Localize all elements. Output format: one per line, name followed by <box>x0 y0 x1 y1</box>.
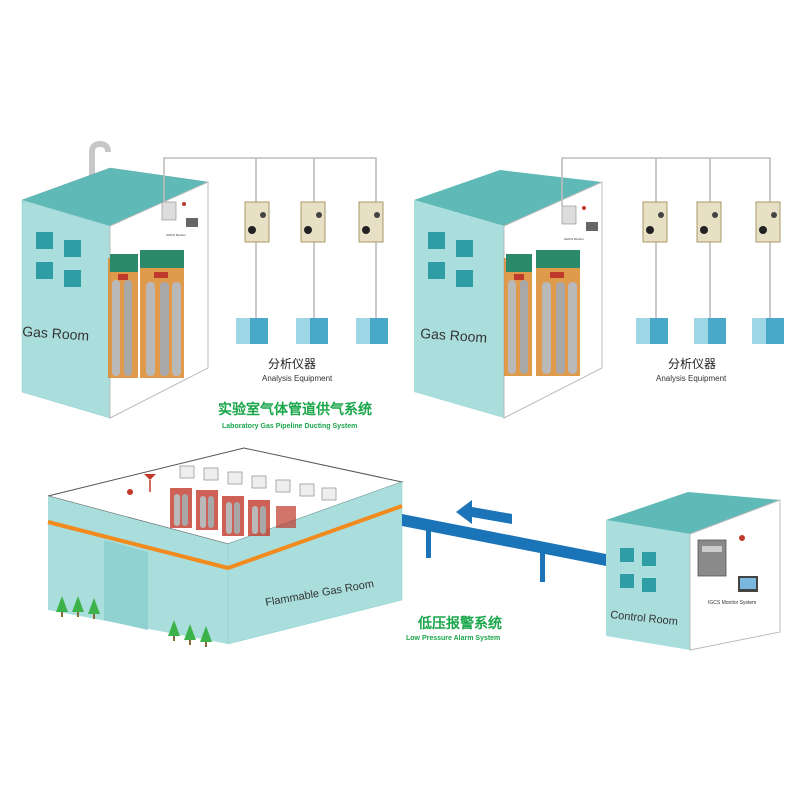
flammable-gas-room: Flammable Gas Room <box>47 447 404 647</box>
hook-pipe-icon <box>89 140 111 178</box>
regulator-panels-left <box>244 201 384 243</box>
regulator-panel-icon <box>642 201 668 243</box>
alarm-caption-en: Low Pressure Alarm System <box>406 635 500 642</box>
analyzer-icon <box>296 318 328 344</box>
regulator-panel-icon <box>755 201 781 243</box>
analyzers-right <box>636 318 784 344</box>
regulator-panel-icon <box>358 201 384 243</box>
window-icon <box>620 548 656 592</box>
gas-cylinder-icon <box>504 250 580 376</box>
alarm-beacon-icon <box>127 474 156 495</box>
monitor-caption: GMCS Monitor <box>564 237 584 241</box>
gas-room-label: Gas Room <box>22 323 90 344</box>
gas-room-left: Gas Room GMCS Monitor <box>21 140 209 419</box>
gas-cylinder-icon <box>170 488 296 536</box>
gas-cylinder-icon <box>108 250 184 378</box>
pipeline-caption-en: Laboratory Gas Pipeline Ducting System <box>222 423 357 430</box>
analyzer-icon <box>236 318 268 344</box>
monitor-icon <box>161 201 198 227</box>
regulator-panel-icon <box>179 465 337 501</box>
regulator-panel-icon <box>244 201 270 243</box>
tree-icon <box>56 596 212 642</box>
window-icon <box>428 232 473 287</box>
monitor-caption: GMCS Monitor <box>166 233 186 237</box>
analyzer-icon <box>356 318 388 344</box>
analysis-en-right: Analysis Equipment <box>656 374 727 383</box>
control-room: Control Room IGCS Monitor System <box>606 492 781 651</box>
analyzer-icon <box>752 318 784 344</box>
analysis-cn-left: 分析仪器 <box>268 357 316 371</box>
alarm-pipe <box>402 500 606 582</box>
analysis-cn-right: 分析仪器 <box>668 357 716 371</box>
analyzer-icon <box>636 318 668 344</box>
pipeline-caption-cn: 实验室气体管道供气系统 <box>218 401 372 418</box>
window-icon <box>36 232 81 287</box>
monitor-caption: IGCS Monitor System <box>708 600 756 606</box>
gas-room-right: Gas Room GMCS Monitor <box>414 170 603 419</box>
regulator-panels-right <box>642 201 781 243</box>
arrow-left-icon <box>456 500 512 524</box>
analyzers-left <box>236 318 388 344</box>
analyzer-icon <box>694 318 726 344</box>
monitor-icon <box>561 205 598 231</box>
regulator-panel-icon <box>696 201 722 243</box>
regulator-panel-icon <box>300 201 326 243</box>
orange-band <box>47 504 403 571</box>
gas-room-label: Gas Room <box>420 325 488 346</box>
analysis-en-left: Analysis Equipment <box>262 374 333 383</box>
alarm-caption-cn: 低压报警系统 <box>417 615 502 632</box>
monitor-icon <box>697 535 758 592</box>
